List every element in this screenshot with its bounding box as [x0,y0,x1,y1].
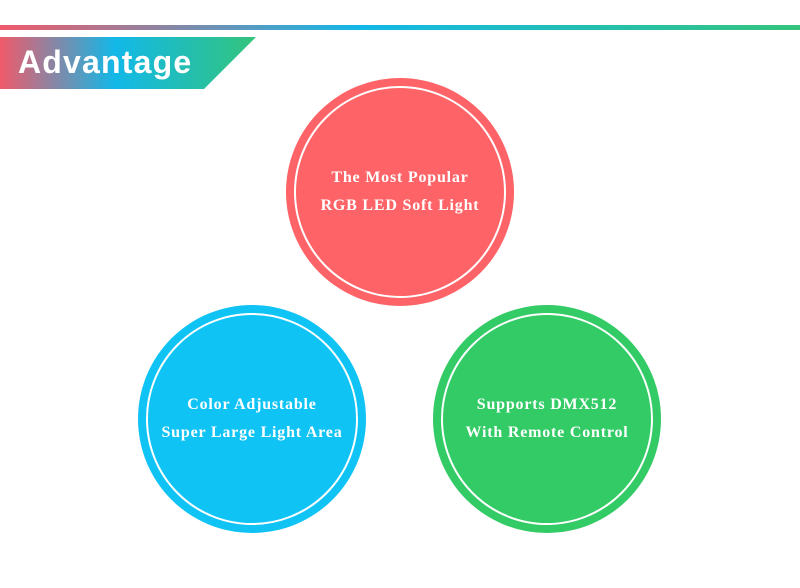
feature-line-2: Super Large Light Area [161,424,343,441]
feature-circle-dmx: Supports DMX512 With Remote Control [433,305,661,533]
page-title: Advantage [18,44,193,80]
feature-line-1: Color Adjustable [187,396,317,413]
feature-line-1: The Most Popular [331,169,469,186]
feature-line-2: With Remote Control [465,424,629,441]
advantage-banner: Advantage [0,37,256,89]
feature-text: Supports DMX512 With Remote Control [465,391,628,447]
feature-circle-popular: The Most Popular RGB LED Soft Light [286,78,514,306]
feature-text: The Most Popular RGB LED Soft Light [321,164,480,220]
top-gradient-line [0,25,800,30]
feature-line-1: Supports DMX512 [476,396,618,413]
feature-circle-color: Color Adjustable Super Large Light Area [138,305,366,533]
circle-ring [441,313,653,525]
feature-text: Color Adjustable Super Large Light Area [161,391,342,447]
feature-line-2: RGB LED Soft Light [320,197,480,214]
circle-ring [294,86,506,298]
banner-background [0,37,256,89]
circle-ring [146,313,358,525]
